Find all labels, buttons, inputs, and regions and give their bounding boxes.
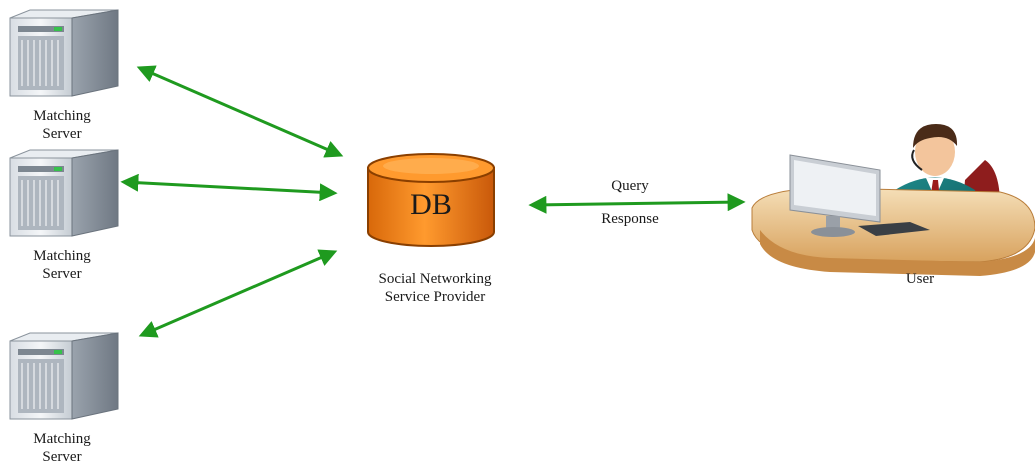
server3-db-arrow [138, 249, 338, 338]
server-icon [9, 9, 119, 97]
db-user-arrow [528, 193, 746, 214]
user-label: User [905, 271, 935, 287]
server-label: Matching Server [33, 248, 91, 282]
server-label: Matching Server [33, 431, 91, 465]
server2-db-arrow [120, 173, 338, 202]
database-icon [367, 153, 495, 247]
user-at-desk-icon [751, 124, 1035, 276]
server1-db-arrow [136, 65, 344, 158]
server-icon [9, 332, 119, 420]
query-label: Query [611, 178, 649, 194]
server-icon [9, 149, 119, 237]
db-label: DB [410, 188, 452, 221]
service-provider-caption: Social Networking Service Provider [378, 271, 492, 305]
server-label: Matching Server [33, 108, 91, 142]
response-label: Response [601, 211, 659, 227]
